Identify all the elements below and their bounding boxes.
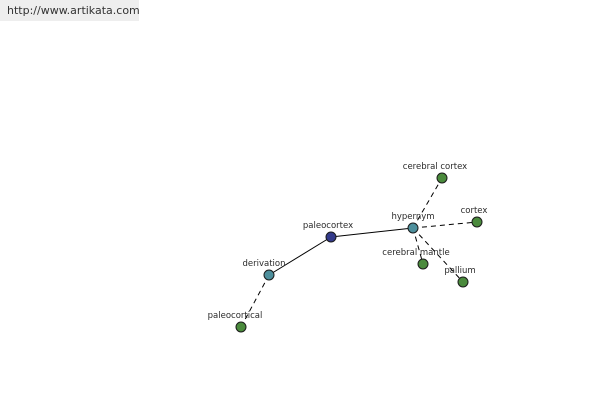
- node-cerebral-cortex[interactable]: [436, 172, 448, 184]
- node-cerebral-mantle[interactable]: [417, 258, 429, 270]
- edge-hypernym-to-cortex: [412, 221, 478, 229]
- source-url-link[interactable]: http://www.artikata.com: [0, 0, 140, 21]
- node-label-cerebral-cortex: cerebral cortex: [403, 162, 467, 172]
- node-cortex[interactable]: [471, 216, 483, 228]
- node-derivation[interactable]: [263, 269, 275, 281]
- node-label-paleocortical: paleocortical: [208, 311, 263, 321]
- node-hypernym[interactable]: [407, 222, 419, 234]
- node-label-paleocortex: paleocortex: [303, 221, 353, 231]
- edge-hypernym-to-pallium: [412, 227, 464, 283]
- edges-layer: [240, 177, 478, 328]
- node-label-hypernym: hypernym: [391, 212, 434, 222]
- node-label-cortex: cortex: [461, 206, 488, 216]
- edge-paleocortex-to-derivation: [268, 236, 332, 276]
- edge-hypernym-to-cerebral-cortex: [412, 177, 443, 229]
- edge-paleocortex-to-hypernym: [330, 227, 414, 238]
- node-label-cerebral-mantle: cerebral mantle: [382, 248, 449, 258]
- labels-layer: paleocortex derivation hypernym paleocortic…: [208, 162, 488, 321]
- edge-derivation-to-paleocortical: [240, 274, 270, 328]
- nodes-layer: [235, 172, 483, 333]
- node-label-derivation: derivation: [242, 259, 285, 269]
- node-paleocortex[interactable]: [325, 231, 337, 243]
- node-label-pallium: pallium: [444, 266, 475, 276]
- node-paleocortical[interactable]: [235, 321, 247, 333]
- edge-hypernym-to-cerebral-mantle: [412, 227, 424, 265]
- node-pallium[interactable]: [457, 276, 469, 288]
